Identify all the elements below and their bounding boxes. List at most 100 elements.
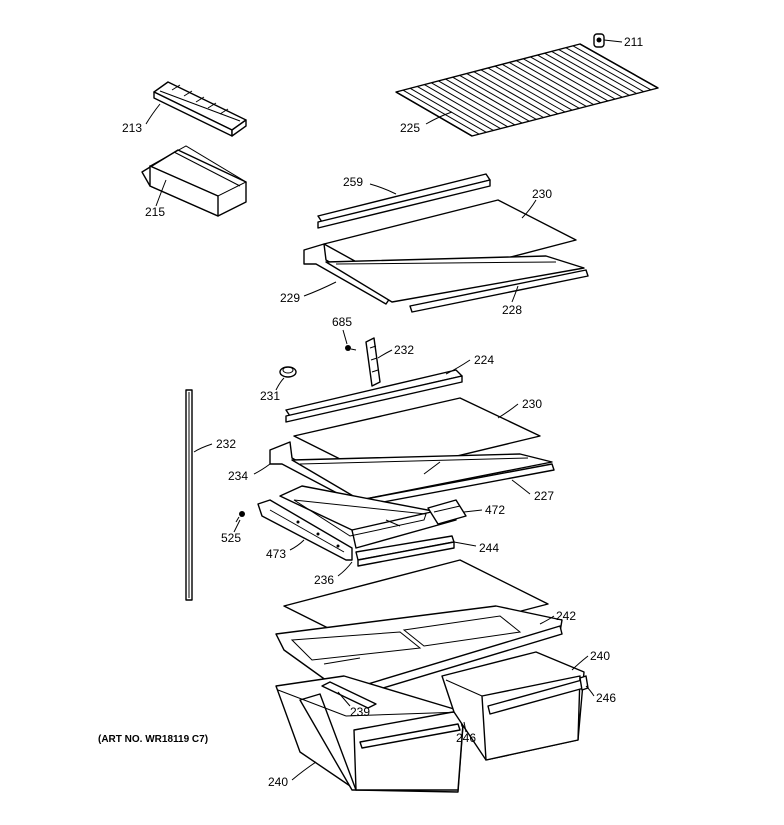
wire-rod — [459, 74, 537, 120]
part-240-crisper-drawer-right — [441, 651, 585, 761]
label-213: 213 — [122, 121, 142, 135]
part-239-drawer-slide — [321, 681, 377, 709]
label-236: 236 — [314, 573, 334, 587]
leader-473 — [289, 539, 305, 551]
wire-rod — [551, 50, 630, 96]
leader-232b — [193, 443, 213, 453]
part-232-shelf-ladder — [185, 389, 193, 601]
wire-rod — [508, 62, 587, 107]
part-225-wire-shelf — [395, 43, 659, 137]
part-525-screw — [235, 511, 245, 523]
wire-rod — [537, 54, 616, 100]
label-234: 234 — [228, 469, 248, 483]
wire-rod — [516, 60, 594, 106]
label-211: 211 — [624, 35, 643, 49]
leader-525 — [233, 519, 241, 533]
leader-232a — [377, 349, 393, 359]
wire-rod — [558, 49, 637, 94]
label-472: 472 — [485, 503, 505, 517]
label-230a: 230 — [532, 187, 552, 201]
label-224: 224 — [474, 353, 494, 367]
wire-rod — [445, 78, 523, 124]
wire-rod — [565, 47, 644, 93]
wire-rod — [530, 56, 609, 102]
part-685-screw — [345, 345, 357, 351]
wire-rod — [487, 67, 566, 113]
leader-685 — [342, 329, 348, 345]
label-244: 244 — [479, 541, 499, 555]
label-685: 685 — [332, 315, 352, 329]
part-473-slide-rail — [257, 499, 353, 561]
part-232-center-bracket — [365, 337, 381, 387]
label-228: 228 — [502, 303, 522, 317]
leader-230b — [497, 403, 519, 419]
leader-228 — [511, 285, 519, 303]
wire-rod — [438, 80, 516, 126]
part-224-shelf-trim — [285, 369, 463, 423]
label-215: 215 — [145, 205, 165, 219]
leader-239 — [337, 691, 351, 707]
part-246-drawer-handle-right — [579, 675, 589, 691]
wire-rod — [431, 82, 509, 128]
part-215-ice-bin — [141, 145, 248, 217]
part-213-ice-tray — [153, 81, 247, 137]
wire-rod — [452, 76, 530, 122]
part-231-cap — [279, 366, 297, 378]
part-259-shelf-trim — [317, 173, 491, 229]
label-225: 225 — [400, 121, 420, 135]
wire-rod — [402, 89, 480, 135]
wire-rod — [416, 86, 494, 131]
leader-213 — [145, 103, 161, 125]
label-229: 229 — [280, 291, 300, 305]
part-240-crisper-drawer-left — [275, 675, 465, 793]
wire-rod — [480, 69, 559, 115]
wire-rod — [466, 73, 544, 118]
wire-rod — [494, 65, 573, 111]
label-227: 227 — [534, 489, 554, 503]
leader-246a — [585, 685, 595, 697]
wire-rod — [473, 71, 551, 117]
wire-rod — [501, 63, 580, 109]
label-242: 242 — [556, 609, 576, 623]
label-240a: 240 — [590, 649, 610, 663]
leader-242 — [539, 615, 555, 625]
callout-labels: 211 213 215 225 259 230 229 228 685 232 … — [98, 35, 643, 789]
label-232a: 232 — [394, 343, 414, 357]
label-473: 473 — [266, 547, 286, 561]
part-211-bumper — [593, 33, 605, 48]
leader-229 — [303, 281, 337, 297]
part-472-slide — [427, 499, 467, 525]
leader-224 — [445, 359, 471, 375]
leader-246b — [463, 721, 467, 733]
leader-230a — [521, 199, 537, 219]
label-230b: 230 — [522, 397, 542, 411]
leader-231 — [275, 377, 285, 391]
leader-225 — [425, 111, 453, 125]
leader-244 — [453, 541, 477, 547]
art-number: (ART NO. WR18119 C7) — [98, 734, 208, 745]
part-234-shelf-frame-middle — [269, 441, 553, 503]
leader-259 — [369, 183, 397, 195]
wire-rod — [544, 52, 623, 98]
wire-rod — [409, 87, 487, 133]
leader-lines — [145, 39, 623, 781]
leader-234 — [253, 463, 271, 475]
label-525: 525 — [221, 531, 241, 545]
leader-472 — [463, 509, 483, 513]
wire-rod — [523, 58, 602, 104]
leader-236 — [337, 561, 353, 577]
wire-rod — [424, 84, 501, 130]
label-240b: 240 — [268, 775, 288, 789]
label-232b: 232 — [216, 437, 236, 451]
label-231: 231 — [260, 389, 280, 403]
leader-227 — [511, 479, 531, 495]
part-229-shelf-frame-upper — [303, 243, 585, 305]
label-246b: 246 — [456, 731, 476, 745]
label-239: 239 — [350, 705, 370, 719]
part-228-shelf-rail-upper — [409, 269, 589, 313]
leader-240b — [291, 761, 317, 781]
leader-211 — [603, 39, 623, 43]
leader-215 — [155, 179, 167, 207]
wire-rod — [572, 45, 652, 91]
